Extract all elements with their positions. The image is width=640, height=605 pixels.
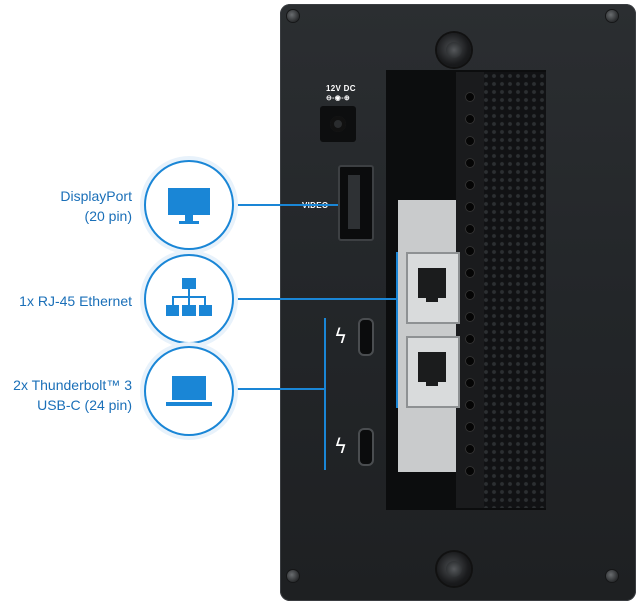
bracket-hole xyxy=(465,202,475,212)
bracket-hole xyxy=(465,312,475,322)
corner-screw-top-left xyxy=(287,10,299,22)
bracket-hole xyxy=(465,268,475,278)
power-label: 12V DC xyxy=(326,84,356,93)
displayport-callout-text: DisplayPort (20 pin) xyxy=(0,186,132,226)
monitor-icon xyxy=(168,188,210,224)
bracket-hole xyxy=(465,290,475,300)
callout-line-thunderbolt xyxy=(230,388,326,390)
bracket-hole xyxy=(465,224,475,234)
callout-line-ethernet xyxy=(230,298,398,300)
displayport-pins: (20 pin) xyxy=(84,208,132,224)
bracket-hole xyxy=(465,356,475,366)
ethernet-callout-circle xyxy=(144,254,234,344)
bracket-hole xyxy=(465,180,475,190)
bracket-hole xyxy=(465,158,475,168)
bracket-hole xyxy=(465,378,475,388)
rj45-port-1 xyxy=(406,252,460,324)
corner-screw-bottom-left xyxy=(287,570,299,582)
bracket-hole xyxy=(465,246,475,256)
usbc-port-2 xyxy=(358,428,374,466)
bracket-hole xyxy=(465,466,475,476)
dc-power-jack xyxy=(320,106,356,142)
displayport-callout-circle xyxy=(144,160,234,250)
usbc-pins: USB-C (24 pin) xyxy=(37,397,132,413)
network-icon xyxy=(166,278,212,316)
bracket-hole xyxy=(465,334,475,344)
thumbscrew-bottom xyxy=(437,552,471,586)
ethernet-label: 1x RJ-45 Ethernet xyxy=(19,293,132,309)
thunderbolt-callout-circle xyxy=(144,346,234,436)
bracket-hole xyxy=(465,444,475,454)
ethernet-callout-text: 1x RJ-45 Ethernet xyxy=(0,291,132,311)
callout-line-displayport xyxy=(230,204,338,206)
laptop-icon xyxy=(166,376,212,406)
bracket-hole xyxy=(465,114,475,124)
rj45-port-2 xyxy=(406,336,460,408)
usbc-port-1 xyxy=(358,318,374,356)
bracket-hole xyxy=(465,136,475,146)
thunderbolt-icon: ϟ xyxy=(334,324,348,348)
corner-screw-bottom-right xyxy=(606,570,618,582)
thunderbolt-icon: ϟ xyxy=(334,434,348,458)
displayport-port xyxy=(338,165,374,241)
thumbscrew-top xyxy=(437,33,471,67)
displayport-label: DisplayPort xyxy=(60,188,132,204)
ethernet-bracket-line xyxy=(396,252,398,408)
bracket-hole xyxy=(465,422,475,432)
corner-screw-top-right xyxy=(606,10,618,22)
power-polarity-icon: ⊖-◉-⊕ xyxy=(326,95,351,102)
thunderbolt-label: 2x Thunderbolt™ 3 xyxy=(13,377,132,393)
thunderbolt-bracket-line xyxy=(324,318,326,470)
bracket-hole xyxy=(465,400,475,410)
bracket-hole xyxy=(465,92,475,102)
thunderbolt-callout-text: 2x Thunderbolt™ 3 USB-C (24 pin) xyxy=(0,375,132,415)
